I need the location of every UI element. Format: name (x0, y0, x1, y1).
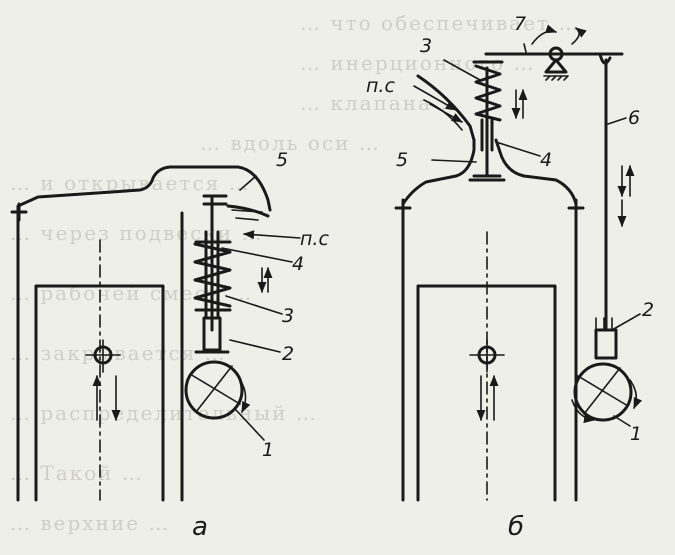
label-pusher-b: 2 (642, 299, 654, 321)
label-cam-b: 1 (630, 423, 642, 445)
label-guide-a: 4 (292, 253, 304, 275)
svg-text:… Такой …: … Такой … (10, 461, 144, 485)
svg-text:… вдоль оси …: … вдоль оси … (200, 131, 381, 155)
subfigure-a: 5 п.с 4 3 2 1 а (10, 149, 329, 542)
valve-spring-a (193, 242, 232, 308)
caption-a: а (192, 512, 208, 542)
label-guide-b: 4 (540, 149, 552, 171)
cam-a (184, 360, 244, 420)
cylinder-head-b (401, 138, 476, 502)
pusher-a (202, 316, 222, 352)
label-mixture-b: п.с (366, 75, 395, 97)
label-valve-a: 5 (276, 149, 288, 171)
subfigure-b: 7 3 п.с 5 4 6 2 1 б (366, 13, 654, 542)
pusher-b (594, 328, 618, 360)
label-rocker-b: 7 (514, 13, 526, 35)
label-rod-b: 6 (628, 107, 640, 129)
label-cam-a: 1 (262, 439, 274, 461)
label-pusher-a: 2 (282, 343, 294, 365)
svg-text:… закрывается …: … закрывается … (10, 341, 227, 365)
cylinder-head-a (16, 165, 270, 502)
cam-b (573, 362, 633, 422)
svg-text:… клапана …: … клапана … (300, 91, 462, 115)
label-spring-a: 3 (282, 305, 294, 327)
valve-spring-b (474, 64, 502, 122)
label-mixture-a: п.с (300, 228, 329, 250)
svg-text:… что обеспечивает …: … что обеспечивает … (300, 11, 580, 35)
valve-head-a (226, 204, 270, 218)
label-spring-b: 3 (420, 35, 432, 57)
label-valve-b: 5 (396, 149, 408, 171)
caption-b: б (508, 512, 524, 542)
piston-a (34, 284, 165, 502)
svg-text:… верхние …: … верхние … (10, 511, 170, 535)
